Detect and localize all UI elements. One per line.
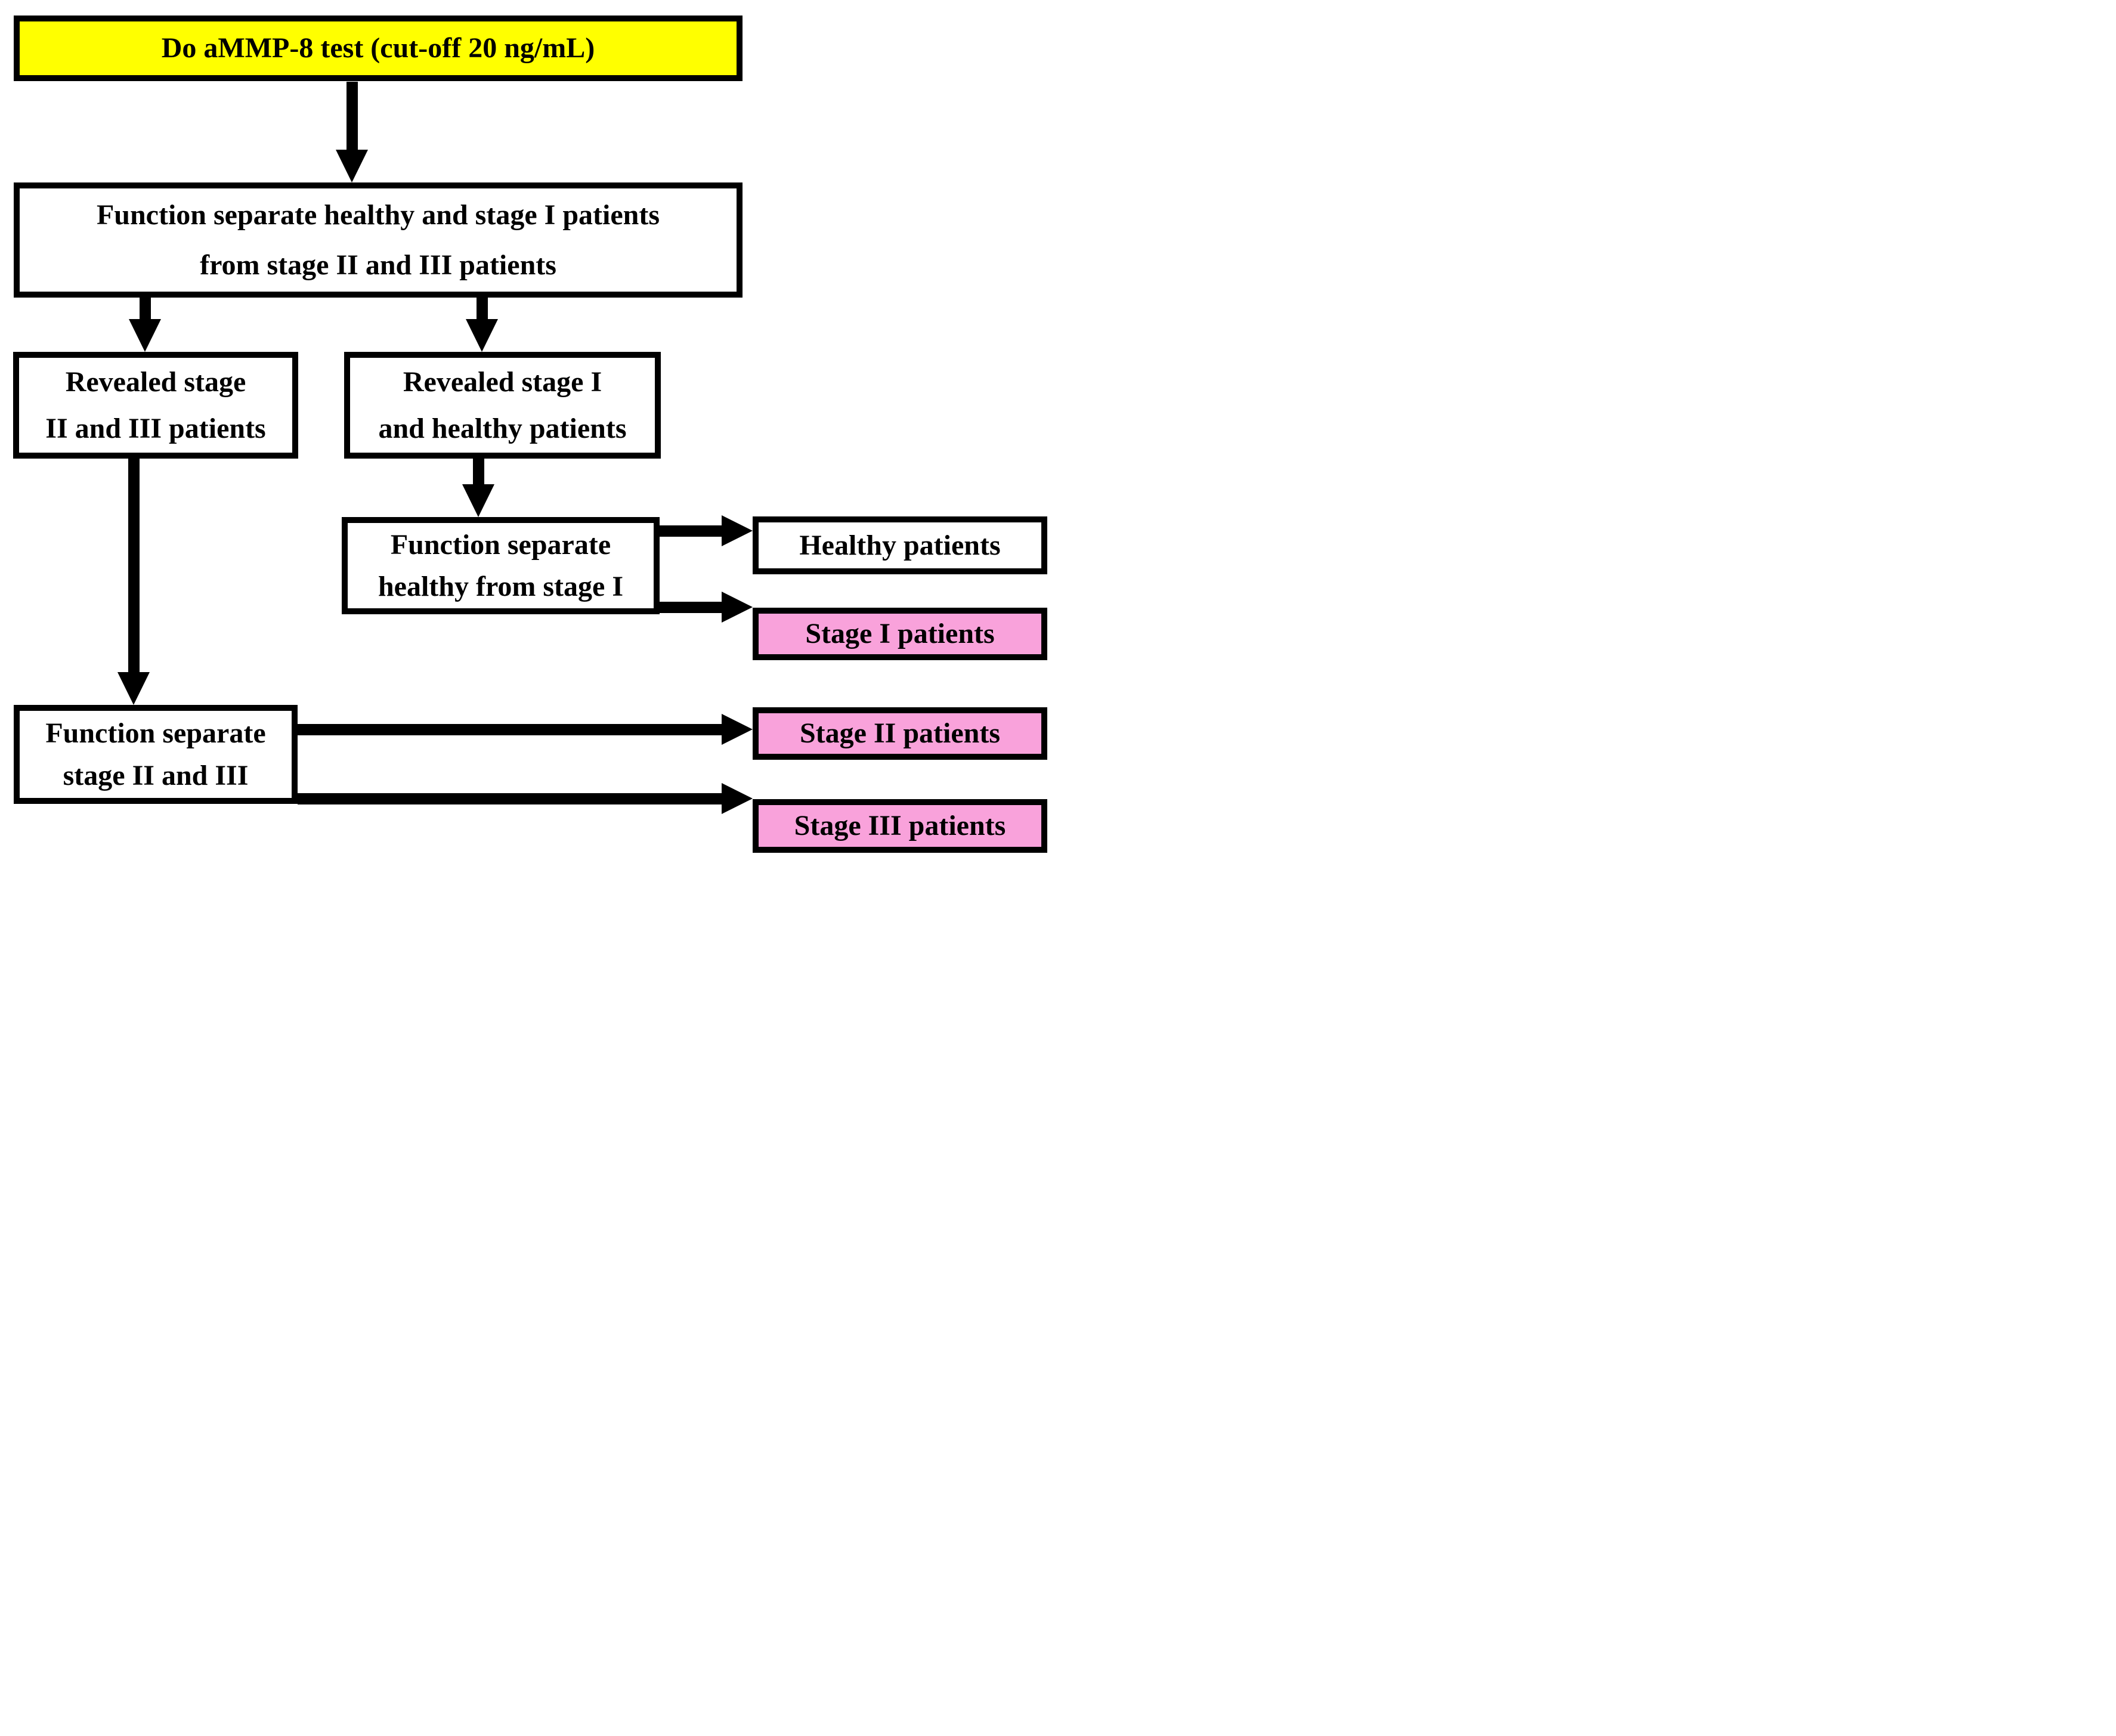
arrowhead-icon <box>336 150 368 182</box>
arrow-stem <box>298 723 723 735</box>
arrowhead-icon <box>722 515 753 546</box>
arrow-revealed-stage1-healthy-to-separate-healthy-from-stage1 <box>462 459 494 517</box>
arrowhead-icon <box>129 319 161 352</box>
node-label-line: healthy from stage I <box>378 570 624 602</box>
node-label-line: Function separate <box>390 529 611 561</box>
node-label-line: Revealed stage <box>65 366 246 398</box>
node-stage2-patients: Stage II patients <box>753 707 1047 760</box>
arrow-stem <box>660 601 723 613</box>
node-function-separate-stage2-3: Function separate stage II and III <box>14 705 298 804</box>
node-label-line: Function separate healthy and stage I pa… <box>96 199 660 231</box>
node-label-line: Function separate <box>45 717 266 749</box>
arrowhead-icon <box>117 672 150 705</box>
node-function-separate-healthy-from-stage1: Function separate healthy from stage I <box>342 517 660 614</box>
node-label-line: Stage II patients <box>799 717 1001 750</box>
arrow-separate-healthy-from-stage1-to-stage1 <box>660 592 753 623</box>
arrow-separate-healthy-stage1-to-revealed-stage1-healthy <box>466 298 498 352</box>
arrowhead-icon <box>722 783 753 814</box>
flowchart-canvas: Do aMMP-8 test (cut-off 20 ng/mL) Functi… <box>0 0 1058 868</box>
node-label-line: from stage II and III patients <box>200 249 556 281</box>
arrow-separate-healthy-stage1-to-revealed-stage23 <box>129 298 161 352</box>
arrowhead-icon <box>722 714 753 745</box>
arrowhead-icon <box>722 592 753 623</box>
node-revealed-stage1-healthy-patients: Revealed stage I and healthy patients <box>344 352 661 459</box>
node-label-line: Stage III patients <box>794 810 1006 842</box>
arrowhead-icon <box>466 319 498 352</box>
node-stage1-patients: Stage I patients <box>753 608 1047 660</box>
node-label-line: Revealed stage I <box>403 366 602 398</box>
node-healthy-patients: Healthy patients <box>753 516 1047 574</box>
node-label-line: Do aMMP-8 test (cut-off 20 ng/mL) <box>161 32 595 64</box>
arrow-stem <box>660 525 723 537</box>
arrow-separate-healthy-from-stage1-to-healthy <box>660 515 753 546</box>
node-function-separate-healthy-stage1: Function separate healthy and stage I pa… <box>14 182 743 298</box>
node-revealed-stage2-3-patients: Revealed stage II and III patients <box>13 352 298 459</box>
arrow-separate-stage23-to-stage2 <box>298 714 753 745</box>
node-label-line: and healthy patients <box>378 412 627 444</box>
node-label-line: II and III patients <box>45 412 266 444</box>
arrow-stem <box>298 793 723 804</box>
arrow-stem <box>139 298 151 320</box>
arrowhead-icon <box>462 484 494 517</box>
arrow-stem <box>346 82 358 151</box>
arrow-stem <box>472 459 484 485</box>
node-label-line: Healthy patients <box>799 529 1001 561</box>
arrow-separate-stage23-to-stage3 <box>298 783 753 814</box>
node-stage3-patients: Stage III patients <box>753 799 1047 853</box>
node-label-line: stage II and III <box>63 759 249 791</box>
arrow-revealed-stage23-to-separate-stage23 <box>117 459 150 705</box>
arrow-test-to-separate-healthy-stage1 <box>336 82 368 182</box>
arrow-stem <box>476 298 488 320</box>
arrow-stem <box>128 459 140 673</box>
node-do-ammp8-test: Do aMMP-8 test (cut-off 20 ng/mL) <box>14 16 743 81</box>
node-label-line: Stage I patients <box>805 618 995 650</box>
